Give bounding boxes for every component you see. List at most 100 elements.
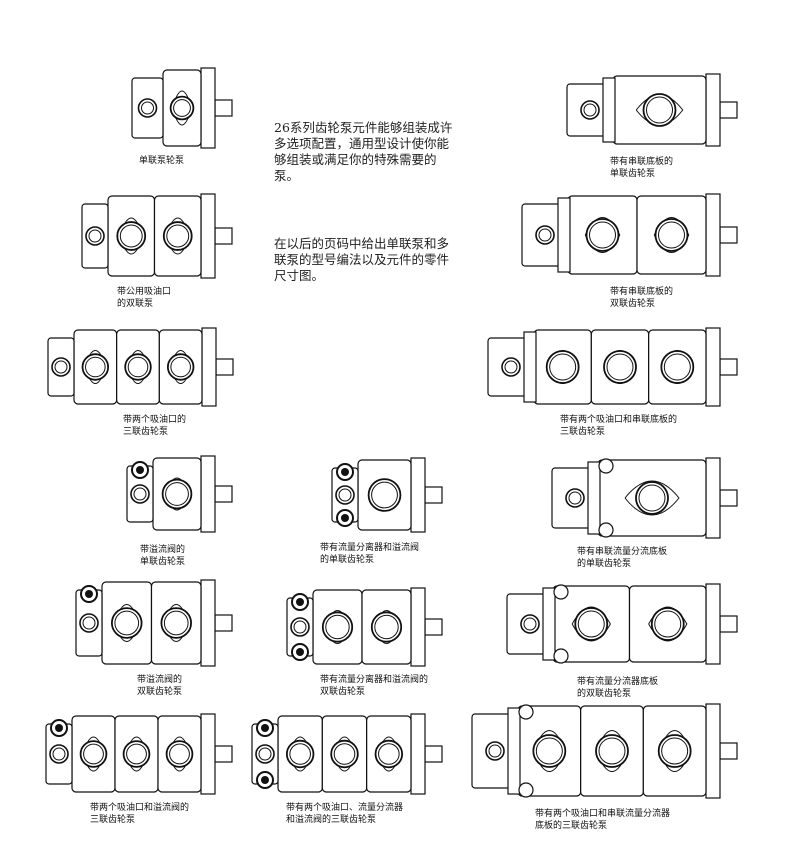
port-inner-ring: [663, 353, 691, 381]
port-inner-ring: [378, 743, 400, 765]
port-circle: [635, 481, 669, 515]
port-inner-ring: [119, 224, 143, 248]
pump-illustration: [566, 73, 738, 147]
flow-divider-core: [341, 514, 349, 522]
port-circle: [161, 478, 193, 510]
tandem-plate: [507, 707, 521, 795]
pump-illustration: [81, 193, 233, 279]
flow-divider-top-icon: [553, 584, 569, 600]
port-circle: [585, 218, 620, 252]
pump-drawing: [484, 322, 738, 412]
inlet-port-ring: [488, 744, 502, 758]
pump-drawing: [548, 452, 738, 544]
port-inner-ring: [85, 356, 106, 378]
port-circle: [79, 740, 108, 768]
mounting-flange: [705, 457, 721, 539]
pump-drawing: [518, 188, 738, 282]
port-inner-ring: [371, 481, 398, 509]
port-inner-ring: [333, 743, 356, 765]
port-inner-ring: [535, 737, 563, 765]
port-inner-ring: [165, 482, 189, 506]
figure-caption: 带有串联底板的双联齿轮泵: [610, 287, 674, 309]
port-inner-ring: [549, 353, 577, 381]
figure-caption: 带溢流阀的单联齿轮泵: [140, 545, 186, 567]
mounting-flange: [201, 327, 217, 407]
pump-illustration: [551, 457, 738, 539]
port-inner-ring: [127, 356, 149, 378]
pump-drawing: [283, 582, 443, 672]
shaft: [214, 614, 233, 632]
pump-illustration: [47, 327, 234, 407]
shaft: [424, 618, 443, 636]
port-circle: [160, 607, 193, 639]
pump-illustration: [471, 703, 738, 799]
port-inner-ring: [126, 743, 147, 765]
figure-caption: 带有流量分流器底板的双联齿轮泵: [577, 677, 659, 699]
intro-paragraph-1: 26系列齿轮泵元件能够组装成许多选项配置，通用型设计使你能够组装或满足你的特殊需…: [274, 120, 453, 183]
relief-valve-core: [341, 468, 349, 476]
port-circle: [166, 353, 195, 381]
tandem-plate: [602, 77, 616, 143]
shaft: [214, 745, 233, 763]
relief-valve-core: [136, 466, 144, 474]
inlet-port-ring: [52, 747, 66, 761]
port-inner-ring: [289, 743, 311, 765]
figure-caption: 带有两个吸油口和串联底板的三联齿轮泵: [560, 415, 678, 437]
intro-paragraph-2: 在以后的页码中给出单联泵和多联泵的型号编法以及元件的零件尺寸图。: [274, 236, 450, 283]
tandem-plate: [587, 461, 601, 535]
shaft: [719, 489, 738, 507]
relief-valve-core: [85, 590, 93, 598]
shaft: [719, 226, 738, 244]
port-inner-ring: [658, 221, 685, 249]
port-circle: [595, 734, 629, 768]
mounting-flange: [200, 67, 216, 149]
figure-caption: 带有两个吸油口和串联流量分流器底板的三联齿轮泵: [535, 809, 671, 831]
pump-drawing: [123, 450, 233, 538]
port-inner-ring: [589, 221, 616, 249]
inlet-port-ring: [88, 229, 102, 243]
pump-drawing: [78, 188, 233, 284]
pump-drawing: [468, 698, 738, 804]
inlet-port-ring: [338, 488, 352, 502]
port-circle: [165, 740, 194, 768]
port-circle: [122, 740, 151, 768]
port-circle: [285, 739, 315, 769]
port-circle: [545, 350, 580, 384]
port-inner-ring: [166, 224, 190, 248]
port-circle: [81, 353, 110, 381]
mounting-flange: [200, 579, 216, 667]
pump-illustration: [506, 583, 738, 665]
mounting-flange: [705, 327, 721, 407]
port-inner-ring: [169, 743, 190, 765]
mounting-flange: [705, 583, 721, 665]
port-inner-ring: [577, 610, 605, 638]
port-circle: [370, 611, 403, 643]
shaft: [719, 615, 738, 633]
flow-divider-core: [261, 776, 269, 784]
port-circle: [321, 611, 354, 643]
port-circle: [657, 734, 692, 768]
port-inner-ring: [374, 614, 399, 640]
shaft: [424, 486, 443, 504]
inlet-port-ring: [293, 620, 307, 634]
port-circle: [124, 353, 152, 381]
mounting-flange: [705, 73, 721, 147]
shaft: [719, 358, 738, 376]
pump-illustration: [75, 579, 233, 667]
port-circle: [116, 221, 147, 251]
port-circle: [642, 93, 677, 127]
port-circle: [654, 218, 689, 252]
port-circle: [660, 350, 695, 384]
mounting-flange: [410, 587, 426, 667]
mounting-flange: [705, 193, 721, 277]
port-circle: [330, 739, 359, 769]
pump-drawing: [503, 578, 738, 670]
shaft: [719, 101, 738, 119]
port-circle: [367, 478, 402, 512]
port-circle: [603, 350, 637, 384]
pump-drawing: [328, 452, 443, 538]
pump-illustration: [331, 457, 443, 533]
port-inner-ring: [114, 610, 140, 636]
figure-caption: 带两个吸油口和溢流阀的三联齿轮泵: [90, 803, 190, 825]
